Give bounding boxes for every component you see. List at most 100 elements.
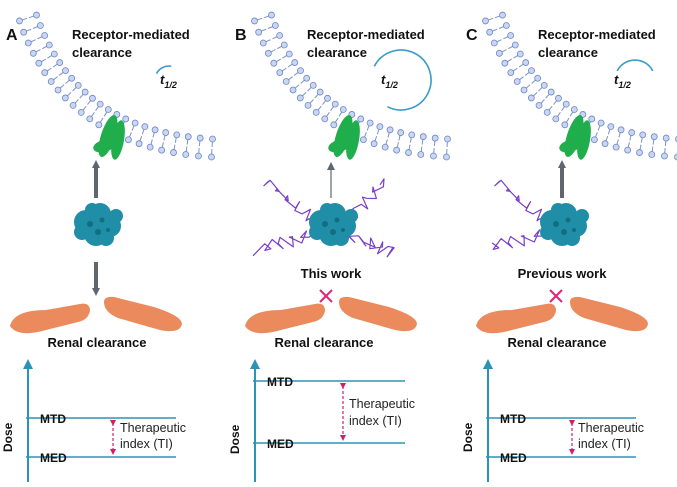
half-life-label: t1/2 xyxy=(381,72,398,90)
lipid xyxy=(54,74,76,94)
lipid xyxy=(158,129,170,154)
lipid xyxy=(276,59,299,76)
renal-clearance-label: Renal clearance xyxy=(507,335,606,350)
dose-chart xyxy=(483,359,636,482)
lipid xyxy=(624,129,636,154)
panel-c: C Receptor-mediated clearance t1/2 Previ… xyxy=(461,11,677,482)
lipid xyxy=(69,88,89,109)
lipid xyxy=(41,59,64,76)
lipid xyxy=(251,11,275,25)
lipid xyxy=(95,106,112,129)
lipid xyxy=(61,81,82,102)
lipid xyxy=(170,131,181,156)
half-life-arc xyxy=(155,65,172,75)
lipid xyxy=(255,22,279,36)
lipid xyxy=(146,126,159,151)
kidney-tubule xyxy=(245,296,417,334)
ti-label-line1: Therapeutic xyxy=(349,397,415,411)
dose-chart xyxy=(23,359,176,482)
dose-axis-label: Dose xyxy=(461,422,475,452)
lipid xyxy=(16,11,40,25)
lipid xyxy=(370,123,384,148)
lipid xyxy=(35,50,58,67)
work-label: Previous work xyxy=(518,266,608,281)
lipid xyxy=(482,11,506,25)
lipid xyxy=(443,135,451,161)
lipid xyxy=(20,22,44,36)
lipid xyxy=(417,133,427,158)
ti-label-line1: Therapeutic xyxy=(578,421,644,435)
lipid xyxy=(182,133,192,158)
work-label: This work xyxy=(301,266,362,281)
half-life-arc xyxy=(616,59,654,72)
lipid xyxy=(393,129,405,154)
lipid xyxy=(29,41,53,57)
lipid xyxy=(636,131,647,156)
renal-clearance-label: Renal clearance xyxy=(274,335,373,350)
receptor-icon xyxy=(93,114,125,160)
polymer-chain xyxy=(491,179,549,250)
lipid xyxy=(259,32,284,47)
lipid xyxy=(552,100,570,123)
cell-membrane xyxy=(251,11,451,161)
lipid xyxy=(304,88,324,109)
lipid xyxy=(543,94,562,116)
renal-clearance-label: Renal clearance xyxy=(47,335,146,350)
panel-a: A Receptor-mediated clearance t1/2 Renal… xyxy=(1,11,216,482)
receptor-clearance-title-line1: Receptor-mediated xyxy=(307,27,425,42)
lipid xyxy=(527,81,548,102)
lipid xyxy=(430,134,439,160)
protein-icon xyxy=(309,203,358,246)
cell-membrane xyxy=(482,11,677,161)
lipid xyxy=(195,134,204,160)
mtd-label: MTD xyxy=(500,412,526,426)
panel-letter: C xyxy=(466,27,478,44)
ti-label-line2: index (TI) xyxy=(349,414,402,428)
lipid xyxy=(520,74,542,94)
protein-icon xyxy=(540,203,589,246)
dose-axis-label: Dose xyxy=(228,424,242,454)
half-life-arc xyxy=(373,49,432,111)
receptor-icon xyxy=(559,114,591,160)
lipid xyxy=(486,22,510,36)
half-life-label: t1/2 xyxy=(614,72,631,90)
receptor-clearance-title-line2: clearance xyxy=(72,45,132,60)
lipid xyxy=(490,32,515,47)
lipid xyxy=(495,41,519,57)
blocked-cross-icon xyxy=(549,289,563,303)
lipid xyxy=(405,131,416,156)
lipid xyxy=(601,123,615,148)
lipid xyxy=(381,126,394,151)
receptor-clearance-title-line1: Receptor-mediated xyxy=(538,27,656,42)
ti-label-line2: index (TI) xyxy=(120,437,173,451)
lipid xyxy=(501,50,524,67)
lipid xyxy=(270,50,293,67)
lipid xyxy=(135,123,149,148)
lipid xyxy=(77,94,96,116)
receptor-clearance-title-line2: clearance xyxy=(307,45,367,60)
lipid xyxy=(282,67,304,85)
panel-letter: B xyxy=(235,27,247,44)
lipid xyxy=(321,100,339,123)
lipid xyxy=(535,88,555,109)
protein-icon xyxy=(74,203,123,246)
mtd-label: MTD xyxy=(267,375,293,389)
lipid xyxy=(330,106,347,129)
lipid xyxy=(296,81,317,102)
ti-label-line1: Therapeutic xyxy=(120,421,186,435)
ti-label-line2: index (TI) xyxy=(578,437,631,451)
lipid xyxy=(561,106,578,129)
lipid xyxy=(612,126,625,151)
receptor-clearance-title-line2: clearance xyxy=(538,45,598,60)
lipid xyxy=(507,59,530,76)
lipid xyxy=(648,133,658,158)
lipid xyxy=(513,67,535,85)
lipid xyxy=(360,119,374,144)
lipid xyxy=(264,41,288,57)
dose-chart xyxy=(250,359,405,482)
med-label: MED xyxy=(40,451,67,465)
mtd-label: MTD xyxy=(40,412,66,426)
lipid xyxy=(125,119,139,144)
receptor-icon xyxy=(328,114,360,160)
